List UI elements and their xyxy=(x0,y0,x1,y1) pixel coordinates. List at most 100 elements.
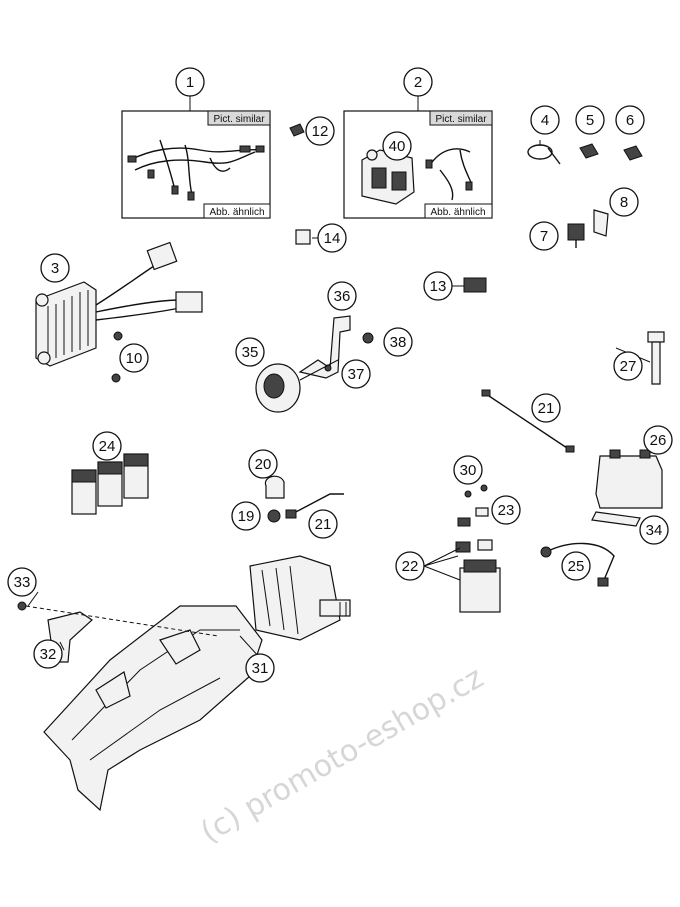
callout-24: 24 xyxy=(92,431,122,461)
callout-circle xyxy=(615,105,645,135)
leader-lines xyxy=(27,96,651,659)
callout-33: 33 xyxy=(7,567,37,597)
callout-number: 20 xyxy=(255,456,272,473)
callout-30: 30 xyxy=(453,455,483,485)
callout-number: 32 xyxy=(40,646,57,663)
callout-number: 7 xyxy=(540,228,548,245)
callout-number: 21 xyxy=(538,400,555,417)
callout-circle xyxy=(609,187,639,217)
callout-circle xyxy=(531,393,561,423)
callout-circle xyxy=(491,495,521,525)
part-terminal-cap xyxy=(264,475,285,499)
callout-circle xyxy=(245,653,275,683)
callout-circle xyxy=(575,105,605,135)
callout-13: 13 xyxy=(423,271,453,301)
callout-36: 36 xyxy=(327,281,357,311)
callout-number: 25 xyxy=(568,558,585,575)
callout-number: 37 xyxy=(348,366,365,383)
relay-bracket-drawing xyxy=(361,148,473,205)
callout-circle xyxy=(643,425,673,455)
part-relay-7 xyxy=(567,223,585,248)
callout-number: 19 xyxy=(238,508,255,525)
callout-40: 40 xyxy=(382,131,412,161)
callout-5: 5 xyxy=(575,105,605,135)
callout-38: 38 xyxy=(383,327,413,357)
part-ground-cable-25 xyxy=(540,542,615,587)
callout-circle xyxy=(395,551,425,581)
callout-32: 32 xyxy=(33,639,63,669)
callout-circle xyxy=(248,449,278,479)
callout-23: 23 xyxy=(491,495,521,525)
callout-number: 10 xyxy=(126,350,143,367)
callout-circle xyxy=(382,131,412,161)
part-fuse-27 xyxy=(647,331,665,385)
callout-35: 35 xyxy=(235,337,265,367)
callout-circle xyxy=(92,431,122,461)
callout-number: 30 xyxy=(460,462,477,479)
callout-circle xyxy=(317,223,347,253)
part-screw-33 xyxy=(17,601,219,637)
callout-4: 4 xyxy=(530,105,560,135)
callout-number: 4 xyxy=(541,112,549,129)
callout-circle xyxy=(613,351,643,381)
callout-1: 1 xyxy=(175,67,205,97)
callout-circle xyxy=(423,271,453,301)
callout-37: 37 xyxy=(341,359,371,389)
callout-circle xyxy=(33,639,63,669)
callout-circle xyxy=(308,509,338,539)
callout-number: 6 xyxy=(626,112,634,129)
callout-circle xyxy=(403,67,433,97)
callout-circle xyxy=(40,253,70,283)
callout-21: 21 xyxy=(308,509,338,539)
box-wiring-harness-1: Pict. similar Abb. ähnlich xyxy=(121,110,271,219)
callout-22: 22 xyxy=(395,551,425,581)
callout-number: 35 xyxy=(242,344,259,361)
callout-27: 27 xyxy=(613,351,643,381)
callout-number: 22 xyxy=(402,558,419,575)
part-rear-fender-holder xyxy=(43,605,263,812)
callout-6: 6 xyxy=(615,105,645,135)
part-nut-19 xyxy=(267,509,281,523)
callout-circle xyxy=(175,67,205,97)
callout-number: 33 xyxy=(14,574,31,591)
callout-number: 8 xyxy=(620,194,628,211)
callout-2: 2 xyxy=(403,67,433,97)
callout-circle xyxy=(341,359,371,389)
callout-number: 13 xyxy=(430,278,447,295)
part-socket-14 xyxy=(295,229,311,245)
part-cable-tie xyxy=(527,144,561,165)
box2-tag-bottom: Abb. ähnlich xyxy=(430,207,485,218)
callout-number: 34 xyxy=(646,522,663,539)
callout-number: 14 xyxy=(324,230,341,247)
part-starter-relay xyxy=(455,484,501,613)
callout-number: 12 xyxy=(312,123,329,140)
callout-3: 3 xyxy=(40,253,70,283)
callout-circle xyxy=(231,501,261,531)
part-starter-motor xyxy=(249,555,351,641)
callout-26: 26 xyxy=(643,425,673,455)
callout-circle xyxy=(7,567,37,597)
part-battery-pad xyxy=(591,511,641,527)
callout-number: 2 xyxy=(414,74,422,91)
callout-21: 21 xyxy=(531,393,561,423)
box1-tag-top: Pict. similar xyxy=(213,114,265,125)
box1-tag-bottom: Abb. ähnlich xyxy=(209,207,264,218)
part-bulb-12 xyxy=(289,123,305,137)
wiring-harness-drawing xyxy=(127,139,265,201)
box-wiring-harness-2: Pict. similar Abb. ähnlich xyxy=(343,110,493,219)
callout-circle xyxy=(639,515,669,545)
callout-number: 36 xyxy=(334,288,351,305)
callout-34: 34 xyxy=(639,515,669,545)
part-battery xyxy=(595,449,663,509)
part-cable-21b xyxy=(481,389,575,453)
callout-circle xyxy=(235,337,265,367)
callout-25: 25 xyxy=(561,551,591,581)
callout-12: 12 xyxy=(305,116,335,146)
callout-31: 31 xyxy=(245,653,275,683)
callout-circle xyxy=(119,343,149,373)
part-clip-5 xyxy=(579,143,599,159)
box2-tag-top: Pict. similar xyxy=(435,114,487,125)
callout-circle xyxy=(383,327,413,357)
callout-circle xyxy=(561,551,591,581)
